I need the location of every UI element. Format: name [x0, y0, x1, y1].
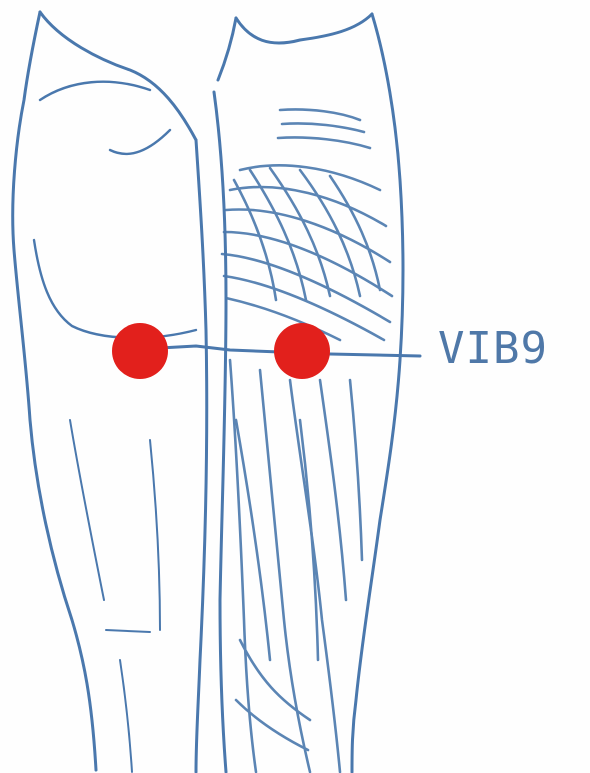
muscle-hatching: [222, 109, 392, 772]
acupoint-marker-left: [112, 323, 168, 379]
acupoint-label: VIB9: [438, 327, 548, 371]
thigh-outline: [13, 12, 403, 772]
left-thigh-lines: [70, 420, 160, 772]
acupoint-marker-right: [274, 323, 330, 379]
gluteal-fold: [34, 82, 196, 338]
